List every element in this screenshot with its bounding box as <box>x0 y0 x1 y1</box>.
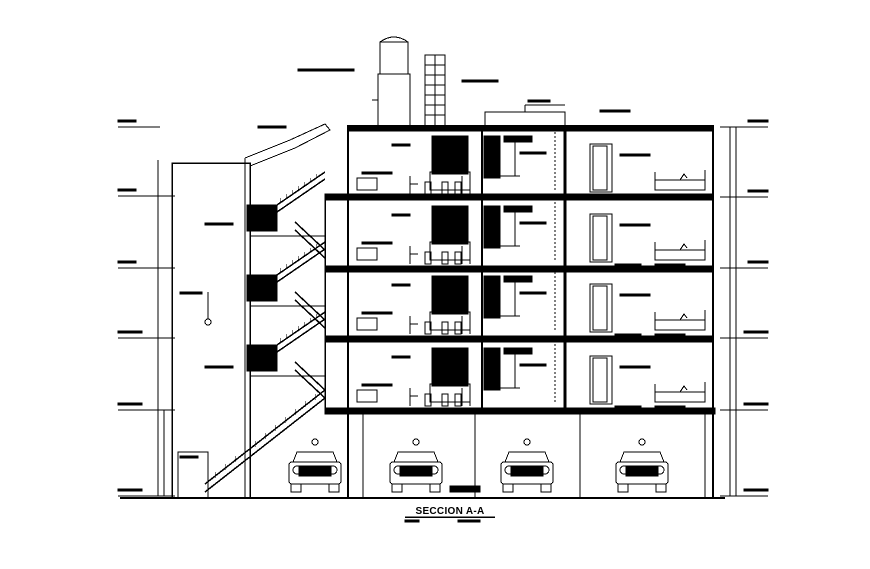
floor-3 <box>356 201 706 267</box>
garage <box>362 414 706 498</box>
car-icon <box>288 438 342 493</box>
main-building <box>324 125 716 499</box>
floor-2 <box>356 271 706 337</box>
section-title: SECCION A-A <box>415 506 485 517</box>
floor-1 <box>356 343 706 409</box>
car-icon <box>500 438 554 493</box>
roof-box <box>484 111 566 127</box>
title-underline <box>404 516 495 523</box>
level-markers-left <box>117 119 212 497</box>
annotation-leaders <box>179 68 631 459</box>
floor-4 <box>356 131 706 197</box>
water-tank-icon <box>372 36 411 127</box>
car-icon <box>389 438 443 493</box>
stair-landings <box>177 171 326 499</box>
roof-ladder <box>424 54 446 127</box>
level-markers-right <box>720 119 769 497</box>
car-icon <box>615 438 669 493</box>
